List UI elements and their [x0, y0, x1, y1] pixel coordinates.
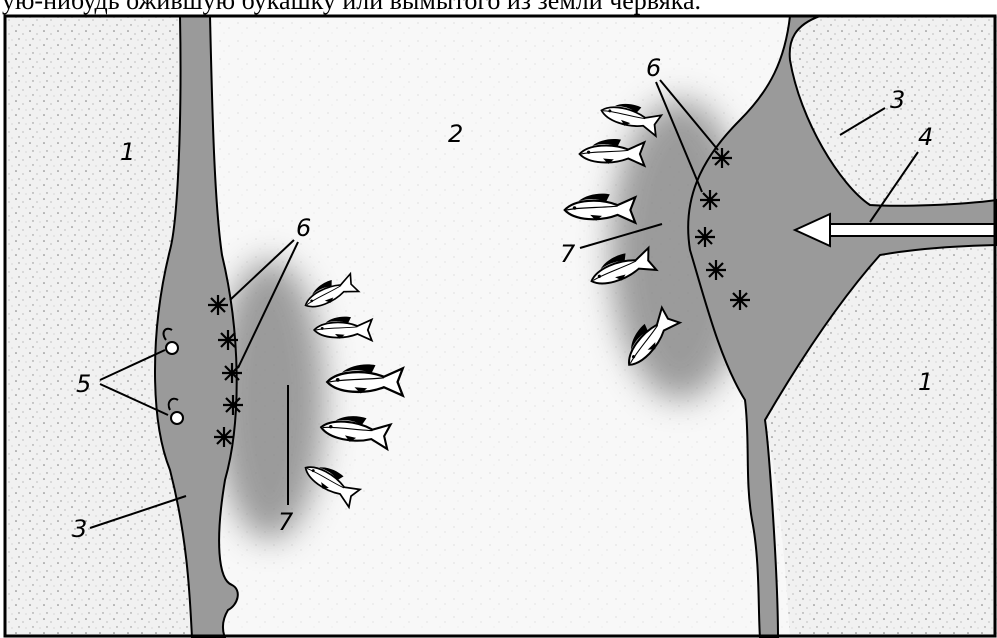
label-inflow: 4 [918, 123, 933, 151]
label-shoal-right: 3 [890, 86, 905, 114]
spot-marker [218, 330, 238, 350]
label-rigs: 5 [76, 370, 91, 398]
label-edge-left: 7 [278, 508, 294, 536]
label-channel: 2 [448, 120, 463, 148]
spot-marker [706, 260, 726, 280]
spot-marker [208, 295, 228, 315]
spot-marker [700, 190, 720, 210]
rig-float-icon [166, 342, 178, 354]
spot-marker [214, 427, 234, 447]
spot-marker [695, 227, 715, 247]
label-edge-right: 7 [560, 240, 576, 268]
label-bank-left: 1 [120, 138, 135, 166]
spot-marker [730, 290, 750, 310]
spot-marker [712, 148, 732, 168]
spot-marker [223, 395, 243, 415]
label-spots-right: 6 [646, 54, 661, 82]
label-bank-right: 1 [918, 368, 933, 396]
rig-float-icon [171, 412, 183, 424]
label-spots-left: 6 [296, 214, 311, 242]
label-shoal-left: 3 [72, 515, 87, 543]
